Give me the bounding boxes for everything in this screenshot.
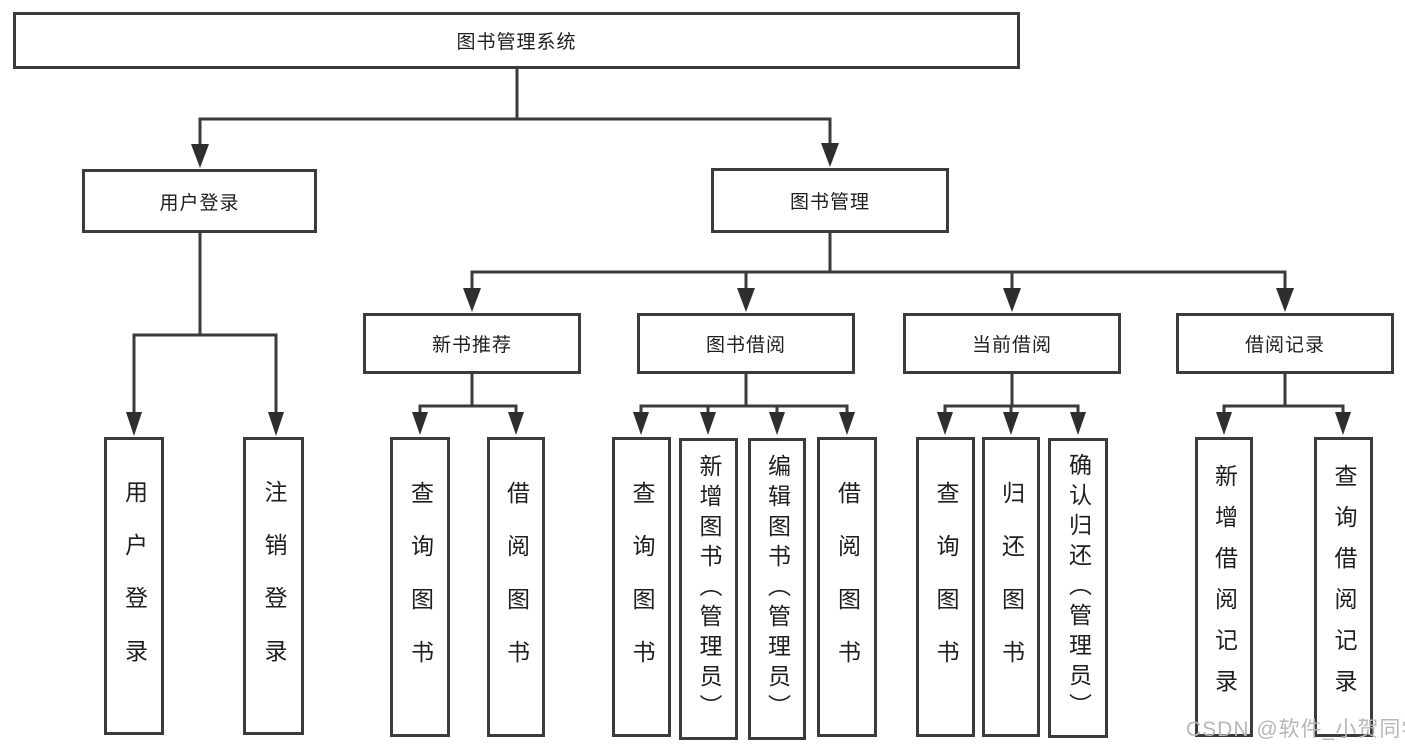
- watermark-text: CSDN @软件_小贺同学: [1186, 718, 1405, 741]
- leaf-query-book-1: 查询图书: [390, 437, 450, 737]
- node-book-management: 图书管理: [711, 168, 949, 233]
- node-label: 借阅图书: [503, 481, 530, 693]
- node-root: 图书管理系统: [13, 12, 1020, 69]
- node-label: 查询图书: [629, 481, 655, 693]
- node-label: 编辑图书（管理员）: [764, 454, 791, 724]
- node-label: 注销登录: [261, 480, 287, 692]
- node-label: 新书推荐: [431, 335, 512, 356]
- node-user-login: 用户登录: [82, 169, 317, 233]
- node-label: 新增借阅记录: [1211, 464, 1238, 710]
- leaf-user-login: 用户登录: [104, 437, 164, 735]
- leaf-add-borrow-record: 新增借阅记录: [1195, 437, 1253, 737]
- node-borrow-record: 借阅记录: [1176, 313, 1394, 374]
- leaf-edit-book-admin: 编辑图书（管理员）: [748, 438, 806, 740]
- leaf-confirm-return-admin: 确认归还（管理员）: [1048, 438, 1108, 738]
- leaf-query-book-3: 查询图书: [916, 437, 975, 737]
- node-label: 图书管理: [789, 192, 870, 213]
- leaf-borrow-book-2: 借阅图书: [817, 437, 877, 737]
- arrowheads: [126, 143, 1351, 436]
- node-current-borrow: 当前借阅: [903, 313, 1121, 374]
- node-label: 查询图书: [933, 481, 959, 693]
- node-book-borrow: 图书借阅: [637, 313, 855, 374]
- node-new-book-recommend: 新书推荐: [363, 313, 581, 374]
- leaf-query-book-2: 查询图书: [612, 437, 671, 737]
- node-label: 确认归还（管理员）: [1065, 453, 1092, 723]
- node-label: 用户登录: [121, 480, 148, 692]
- node-label: 新增图书（管理员）: [696, 454, 722, 724]
- leaf-borrow-book-1: 借阅图书: [487, 437, 545, 737]
- node-label: 图书借阅: [705, 335, 786, 356]
- leaf-query-borrow-record: 查询借阅记录: [1314, 437, 1373, 737]
- leaf-logout: 注销登录: [243, 437, 304, 735]
- node-label: 查询借阅记录: [1331, 464, 1357, 710]
- node-label: 用户登录: [159, 192, 240, 214]
- node-label: 归还图书: [998, 481, 1025, 693]
- node-label: 查询图书: [407, 481, 434, 693]
- leaf-return-book: 归还图书: [982, 437, 1040, 737]
- node-label: 当前借阅: [971, 335, 1052, 356]
- leaf-add-book-admin: 新增图书（管理员）: [679, 438, 738, 740]
- node-label: 借阅记录: [1244, 335, 1325, 356]
- node-label: 图书管理系统: [456, 32, 577, 53]
- node-label: 借阅图书: [834, 481, 861, 693]
